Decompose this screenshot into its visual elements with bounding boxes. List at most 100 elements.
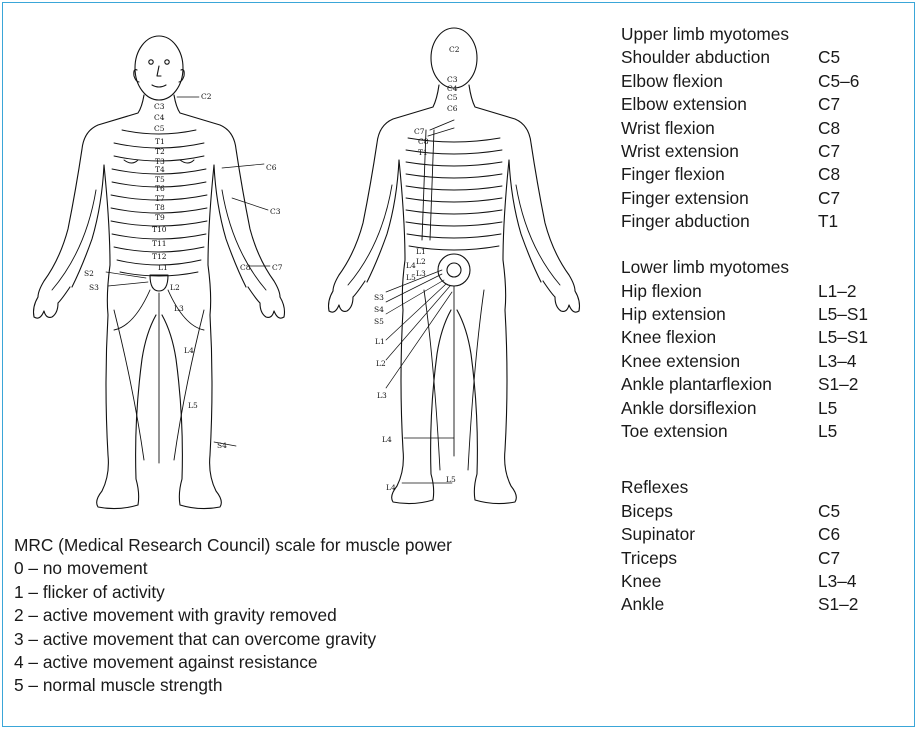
item-value: L5–S1	[818, 303, 868, 326]
svg-text:L4: L4	[184, 346, 194, 355]
svg-text:C7: C7	[414, 127, 425, 136]
myotome-reflex-list: Upper limb myotomes Shoulder abductionC5…	[621, 23, 911, 617]
list-item: Shoulder abductionC5	[621, 46, 911, 69]
item-value: S1–2	[818, 373, 858, 396]
item-name: Hip extension	[621, 303, 818, 326]
item-value: C5	[818, 46, 840, 69]
svg-text:L4: L4	[406, 261, 416, 270]
item-value: C7	[818, 140, 840, 163]
svg-text:L2: L2	[416, 257, 426, 266]
item-name: Knee extension	[621, 350, 818, 373]
svg-text:C8: C8	[418, 137, 429, 146]
svg-text:L2: L2	[376, 359, 386, 368]
svg-text:C5: C5	[154, 124, 165, 133]
svg-text:L5: L5	[406, 273, 416, 282]
svg-text:S4: S4	[217, 441, 227, 450]
item-name: Finger extension	[621, 187, 818, 210]
item-name: Elbow flexion	[621, 70, 818, 93]
svg-text:T7: T7	[155, 194, 165, 203]
list-item: Wrist extensionC7	[621, 140, 911, 163]
svg-text:S5: S5	[374, 317, 384, 326]
list-item: Finger extensionC7	[621, 187, 911, 210]
item-name: Hip flexion	[621, 280, 818, 303]
mrc-grade: 3 – active movement that can overcome gr…	[14, 628, 574, 651]
svg-text:C5: C5	[447, 93, 458, 102]
svg-text:T4: T4	[155, 165, 165, 174]
mrc-grade: 4 – active movement against resistance	[14, 651, 574, 674]
item-value: C6	[818, 523, 840, 546]
svg-text:L5: L5	[188, 401, 198, 410]
mrc-grade: 5 – normal muscle strength	[14, 674, 574, 697]
item-value: T1	[818, 210, 838, 233]
list-item: Finger abductionT1	[621, 210, 911, 233]
svg-text:L5: L5	[446, 475, 456, 484]
svg-text:C6: C6	[266, 163, 277, 172]
dermatome-labels: C2 C3 C4 C5 T1 T2 T3 T4 T5 T6 T7 T8 T9 T…	[84, 45, 460, 492]
mrc-scale: MRC (Medical Research Council) scale for…	[14, 534, 574, 698]
svg-text:C7: C7	[272, 263, 283, 272]
list-item: Hip extensionL5–S1	[621, 303, 911, 326]
svg-text:L2: L2	[170, 283, 180, 292]
svg-text:T1: T1	[155, 137, 165, 146]
item-name: Triceps	[621, 547, 818, 570]
svg-text:C4: C4	[154, 113, 165, 122]
svg-text:S2: S2	[84, 269, 94, 278]
svg-text:C2: C2	[449, 45, 460, 54]
item-name: Wrist extension	[621, 140, 818, 163]
item-value: S1–2	[818, 593, 858, 616]
item-name: Ankle plantarflexion	[621, 373, 818, 396]
svg-text:L3: L3	[174, 304, 184, 313]
svg-text:C8: C8	[240, 263, 251, 272]
list-item: Elbow extensionC7	[621, 93, 911, 116]
item-value: L5	[818, 420, 837, 443]
svg-text:T11: T11	[152, 239, 167, 248]
item-name: Knee flexion	[621, 326, 818, 349]
mrc-heading: MRC (Medical Research Council) scale for…	[14, 534, 574, 557]
item-value: C7	[818, 547, 840, 570]
svg-text:L4: L4	[386, 483, 396, 492]
item-name: Ankle dorsiflexion	[621, 397, 818, 420]
item-value: C8	[818, 163, 840, 186]
svg-text:C3: C3	[154, 102, 165, 111]
lower-limb-heading: Lower limb myotomes	[621, 256, 911, 279]
svg-text:L3: L3	[416, 269, 426, 278]
item-name: Supinator	[621, 523, 818, 546]
svg-text:L1: L1	[375, 337, 385, 346]
list-item: Knee flexionL5–S1	[621, 326, 911, 349]
svg-text:T10: T10	[152, 225, 167, 234]
item-value: C8	[818, 117, 840, 140]
svg-text:C2: C2	[201, 92, 212, 101]
list-item: Toe extensionL5	[621, 420, 911, 443]
mrc-grade: 1 – flicker of activity	[14, 581, 574, 604]
item-name: Biceps	[621, 500, 818, 523]
item-name: Finger flexion	[621, 163, 818, 186]
mrc-grade: 2 – active movement with gravity removed	[14, 604, 574, 627]
item-value: C7	[818, 93, 840, 116]
svg-text:T6: T6	[155, 184, 165, 193]
list-item: Ankle plantarflexionS1–2	[621, 373, 911, 396]
list-item: SupinatorC6	[621, 523, 911, 546]
svg-text:S3: S3	[89, 283, 99, 292]
item-value: C7	[818, 187, 840, 210]
svg-text:L3: L3	[377, 391, 387, 400]
item-name: Ankle	[621, 593, 818, 616]
item-value: L3–4	[818, 350, 856, 373]
list-item: Elbow flexionC5–6	[621, 70, 911, 93]
item-name: Elbow extension	[621, 93, 818, 116]
item-value: C5	[818, 500, 840, 523]
dermatome-figures: C2 C3 C4 C5 T1 T2 T3 T4 T5 T6 T7 T8 T9 T…	[14, 10, 614, 530]
svg-text:S4: S4	[374, 305, 384, 314]
item-value: L5–S1	[818, 326, 868, 349]
dermatome-diagram: C2 C3 C4 C5 T1 T2 T3 T4 T5 T6 T7 T8 T9 T…	[14, 10, 614, 530]
svg-text:T12: T12	[152, 252, 167, 261]
item-value: L1–2	[818, 280, 856, 303]
list-item: Finger flexionC8	[621, 163, 911, 186]
list-item: Ankle dorsiflexionL5	[621, 397, 911, 420]
svg-text:L4: L4	[382, 435, 392, 444]
svg-text:C4: C4	[447, 84, 458, 93]
svg-text:S3: S3	[374, 293, 384, 302]
mrc-grade: 0 – no movement	[14, 557, 574, 580]
svg-text:C3: C3	[270, 207, 281, 216]
item-value: L3–4	[818, 570, 856, 593]
svg-text:T8: T8	[155, 203, 165, 212]
